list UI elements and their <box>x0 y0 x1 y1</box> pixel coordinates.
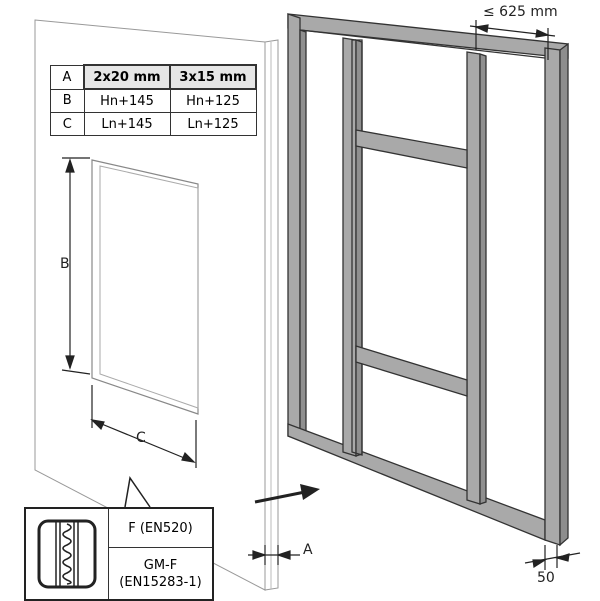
legend-type-f: F (EN520) <box>109 509 212 548</box>
column-header: 3x15 mm <box>169 64 257 90</box>
profile-width-label: 50 <box>537 570 555 586</box>
dimension-table: A 2x20 mm 3x15 mm B Hn+145 Hn+125 C Ln+1… <box>50 64 257 136</box>
dimension-b <box>61 157 91 375</box>
metal-frame <box>287 13 569 547</box>
stud-4 <box>351 39 363 456</box>
board-opening <box>91 159 199 415</box>
table-cell: Hn+125 <box>169 88 257 113</box>
insulation-layer-icon <box>26 509 109 599</box>
bottom-plate <box>287 423 546 541</box>
column-header: 2x20 mm <box>83 64 171 90</box>
board-type-legend: F (EN520) GM-F (EN15283-1) <box>24 507 214 601</box>
spacing-label: ≤ 625 mm <box>483 4 558 20</box>
table-row: B Hn+145 Hn+125 <box>50 88 257 113</box>
row-key: A <box>50 64 85 90</box>
table-cell: Ln+145 <box>83 112 171 136</box>
dimension-c <box>90 385 197 468</box>
width-label: C <box>136 430 146 446</box>
row-key: B <box>50 88 85 113</box>
height-label: B <box>60 256 70 272</box>
thickness-label: A <box>303 542 313 558</box>
crossbar-top <box>355 129 468 169</box>
table-row: A 2x20 mm 3x15 mm <box>50 64 257 90</box>
row-key: C <box>50 112 85 136</box>
crossbar-bottom <box>355 345 468 397</box>
legend-gmf-standard: (EN15283-1) <box>119 574 202 590</box>
left-stud <box>287 13 301 441</box>
table-row: C Ln+145 Ln+125 <box>50 112 257 136</box>
legend-type-gmf: GM-F (EN15283-1) <box>109 548 212 599</box>
table-cell: Hn+145 <box>83 88 171 113</box>
top-plate <box>287 13 569 59</box>
stud-2 <box>342 37 357 457</box>
direction-arrow <box>254 484 320 504</box>
right-stud <box>544 47 561 546</box>
legend-gmf-name: GM-F <box>143 557 178 573</box>
stud-3 <box>466 51 481 505</box>
table-cell: Ln+125 <box>169 112 257 136</box>
